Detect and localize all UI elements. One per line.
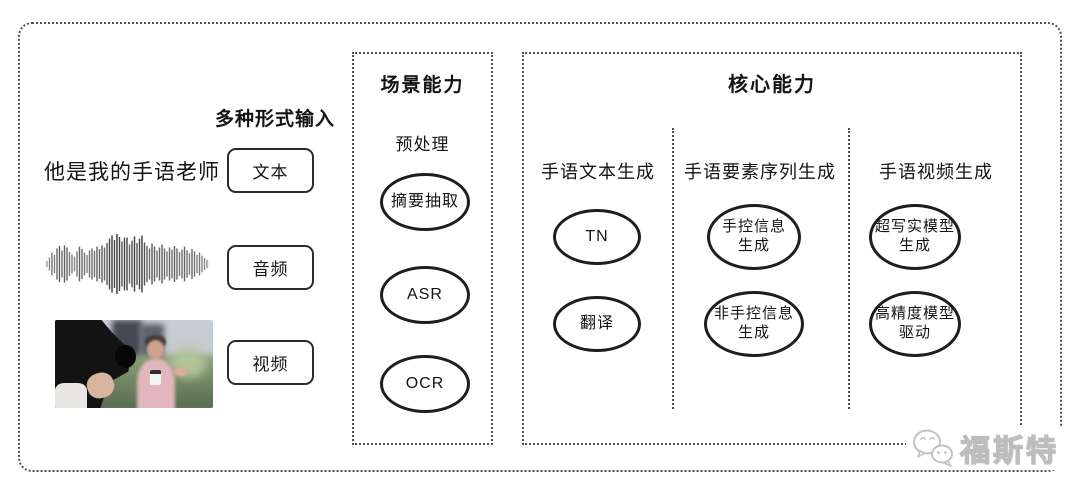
node-asr: ASR (380, 266, 470, 324)
node-non-manual-info-generation: 非手控信息 生成 (704, 291, 804, 357)
input-type-text-label: 文本 (252, 163, 289, 182)
reporter-photo (55, 320, 213, 408)
node-ocr: OCR (380, 355, 470, 413)
core-box-title: 核心能力 (728, 74, 816, 96)
column-divider (848, 128, 850, 409)
input-section-header: 多种形式输入 (214, 109, 335, 130)
core-capability-box: 核心能力 手语文本生成 手语要素序列生成 手语视频生成 TN 翻译 手控信息 生… (522, 52, 1022, 445)
column-header-sign-elements: 手语要素序列生成 (684, 162, 836, 182)
preprocess-label: 预处理 (395, 135, 450, 154)
sample-sentence-text: 他是我的手语老师 (44, 161, 220, 184)
column-header-sign-video: 手语视频生成 (879, 162, 993, 182)
node-tn: TN (553, 209, 641, 265)
photo-reporter-hand (173, 366, 188, 377)
watermark-text: 福斯特 (959, 434, 1059, 468)
photo-microphone (149, 370, 161, 386)
photo-reporter-head (146, 340, 164, 359)
node-translation: 翻译 (553, 296, 641, 352)
scene-capability-box: 场景能力 预处理 摘要抽取 ASR OCR (352, 52, 493, 445)
outer-dotted-frame (18, 22, 1062, 472)
node-hyperreal-model-generation: 超写实模型 生成 (869, 204, 961, 270)
input-type-video-label: 视频 (252, 355, 289, 374)
audio-waveform-icon (46, 234, 209, 294)
input-type-text-box: 文本 (227, 148, 314, 193)
node-summary-extraction: 摘要抽取 (380, 173, 470, 231)
node-high-precision-model-driving: 高精度模型 驱动 (869, 291, 961, 357)
column-header-sign-text: 手语文本生成 (541, 162, 655, 182)
node-manual-info-generation: 手控信息 生成 (707, 204, 801, 270)
input-type-audio-box: 音频 (227, 245, 314, 290)
column-divider (672, 128, 674, 409)
photo-camera-lens (115, 344, 136, 368)
photo-photographer-shirt (55, 383, 87, 408)
input-type-audio-label: 音频 (252, 260, 289, 279)
watermark: 福斯特 (906, 426, 1063, 470)
wechat-icon (913, 429, 953, 467)
scene-box-title: 场景能力 (380, 75, 465, 96)
input-type-video-box: 视频 (227, 340, 314, 385)
